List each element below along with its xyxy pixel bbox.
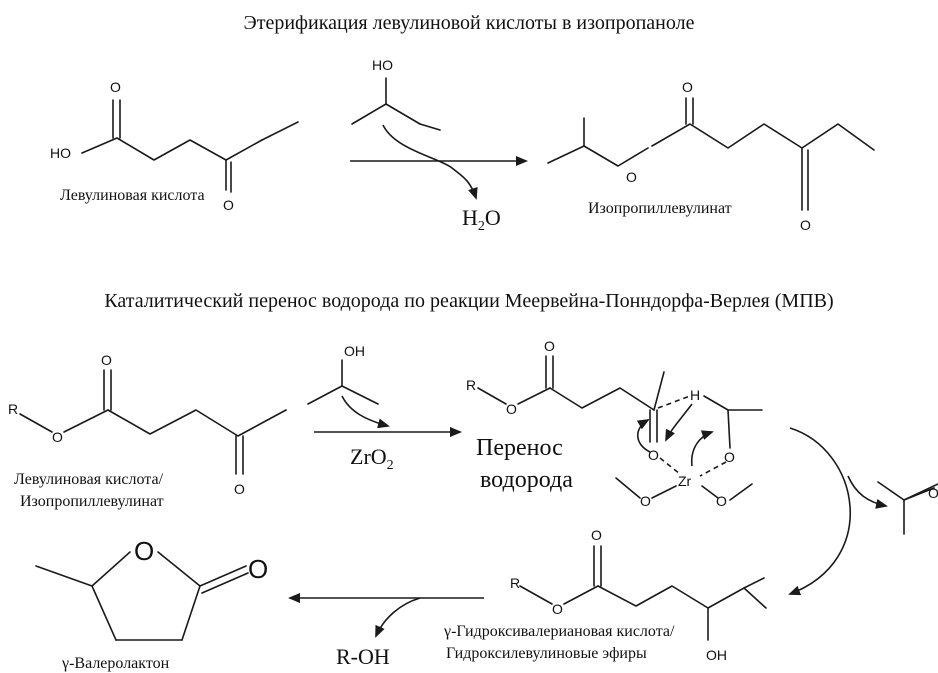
roh-label: R-OH xyxy=(336,644,390,669)
transfer-label-line1: Перенос xyxy=(476,435,563,461)
atom-o-label: O xyxy=(552,601,563,617)
atom-r-label: R xyxy=(8,401,18,417)
atom-o-label: O xyxy=(928,485,938,501)
isopropanol-reagent: HO xyxy=(351,57,441,131)
atom-o-label: O xyxy=(223,197,234,213)
atom-ho-label: HO xyxy=(50,145,71,161)
curved-arrow-roh xyxy=(375,597,421,638)
atom-o-label: O xyxy=(640,493,651,509)
isopropyl-levulinate-caption: Изопропиллевулинат xyxy=(588,200,732,217)
atom-o-label: O xyxy=(248,554,268,584)
atom-o-label: O xyxy=(134,536,154,566)
curved-arrow-water xyxy=(382,124,478,200)
atom-o-label: O xyxy=(682,79,693,95)
title-esterification: Этерификация левулиновой кислоты в изопр… xyxy=(244,12,695,34)
atom-r-label: R xyxy=(466,377,476,393)
atom-h-label: H xyxy=(690,387,700,403)
atom-r-label: R xyxy=(510,575,520,591)
atom-ho-label: HO xyxy=(372,57,393,73)
transition-state-structure: R O O H O O Zr O O xyxy=(466,338,763,509)
hydroxy-caption-line1: γ-Гидроксивалериановая кислота/ xyxy=(443,623,675,640)
hydroxy-ester-structure: R O O OH xyxy=(510,527,767,663)
atom-o-label: O xyxy=(800,217,811,233)
atom-o-label: O xyxy=(626,169,637,185)
hydroxy-caption-line2: Гидроксилевулиновые эфиры xyxy=(446,645,647,662)
atom-o-label: O xyxy=(101,352,112,368)
water-label: H2O xyxy=(462,205,501,234)
atom-o-label: O xyxy=(716,493,727,509)
curved-arrow-acetone xyxy=(847,475,888,509)
atom-o-label: O xyxy=(506,401,517,417)
gvl-structure: O O xyxy=(35,536,268,641)
atom-o-label: O xyxy=(110,79,121,95)
levulinic-acid-structure: O HO O xyxy=(50,79,299,213)
atom-o-label: O xyxy=(52,429,63,445)
isopropanol-reagent-2: OH xyxy=(307,343,379,405)
catalyst-label: ZrO2 xyxy=(350,444,394,473)
atom-o-label: O xyxy=(234,481,245,497)
isopropyl-levulinate-structure: O O O xyxy=(547,79,875,233)
atom-o-label: O xyxy=(648,447,659,463)
atom-o-label: O xyxy=(724,449,735,465)
atom-o-label: O xyxy=(591,527,602,543)
title-mpv: Каталитический перенос водорода по реакц… xyxy=(104,290,833,312)
levulinic-acid-caption: Левулиновая кислота xyxy=(60,187,205,204)
lev-mix-caption-line2: Изопропиллевулинат xyxy=(20,493,164,510)
atom-oh-label: OH xyxy=(344,343,365,359)
gvl-caption: γ-Валеролактон xyxy=(61,655,170,672)
atom-zr-label: Zr xyxy=(678,473,692,489)
atom-o-label: O xyxy=(544,338,555,354)
curved-arrow-to-hydroxy xyxy=(788,427,852,596)
transfer-label-line2: водорода xyxy=(480,467,573,493)
lev-mix-caption-line1: Левулиновая кислота/ xyxy=(14,471,164,488)
atom-oh-label: OH xyxy=(706,647,727,663)
acetone-fragment: O xyxy=(877,481,938,535)
levulinate-ester-structure: R O O O xyxy=(8,352,287,497)
curved-arrow-ipa xyxy=(341,395,390,429)
